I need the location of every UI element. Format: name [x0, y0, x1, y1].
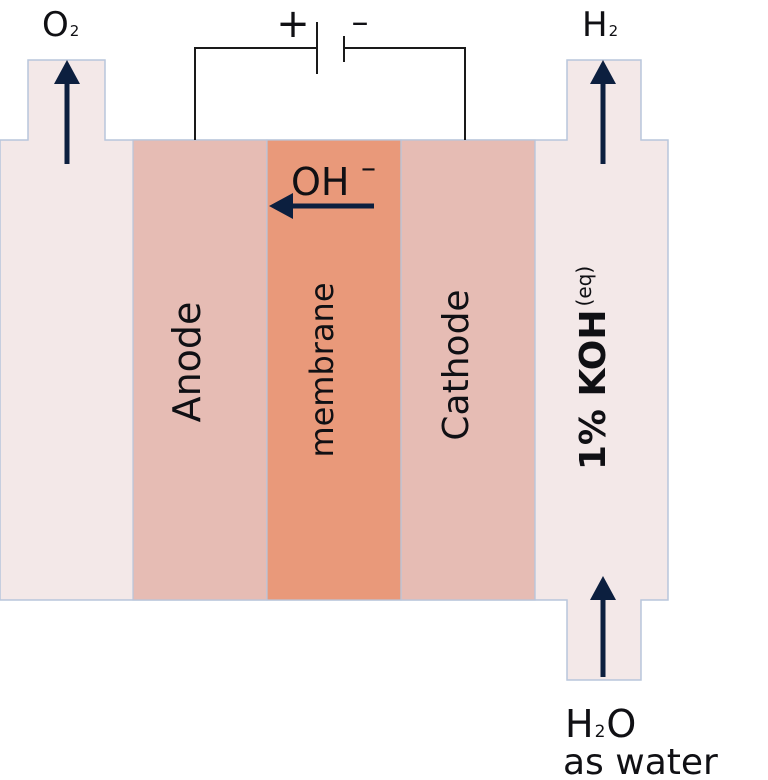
anode-layer [132, 139, 268, 601]
arrow-up-icon [590, 576, 616, 677]
positive-terminal-label: + [276, 1, 310, 47]
cathode-wire [344, 47, 466, 140]
negative-terminal-label: – [352, 2, 369, 42]
cathode-label: Cathode [436, 289, 477, 440]
cathode-layer [400, 139, 536, 601]
arrow-up-icon [590, 60, 616, 164]
water-caption-label: as water [563, 742, 718, 780]
hydroxide-ion-charge: – [361, 151, 376, 186]
membrane-label: membrane [303, 282, 341, 457]
anode-label: Anode [165, 302, 209, 423]
electrolyte-label: 1% KOH(eq) [572, 266, 614, 470]
battery-icon [316, 22, 345, 74]
arrow-left-icon [269, 193, 374, 219]
h2-label: H2 [582, 5, 618, 45]
arrow-up-icon [54, 60, 80, 164]
water-formula-label: H2O [565, 702, 636, 746]
o2-label: O2 [42, 5, 79, 45]
anode-wire [194, 47, 317, 140]
hydroxide-ion-label: OH [291, 160, 349, 204]
